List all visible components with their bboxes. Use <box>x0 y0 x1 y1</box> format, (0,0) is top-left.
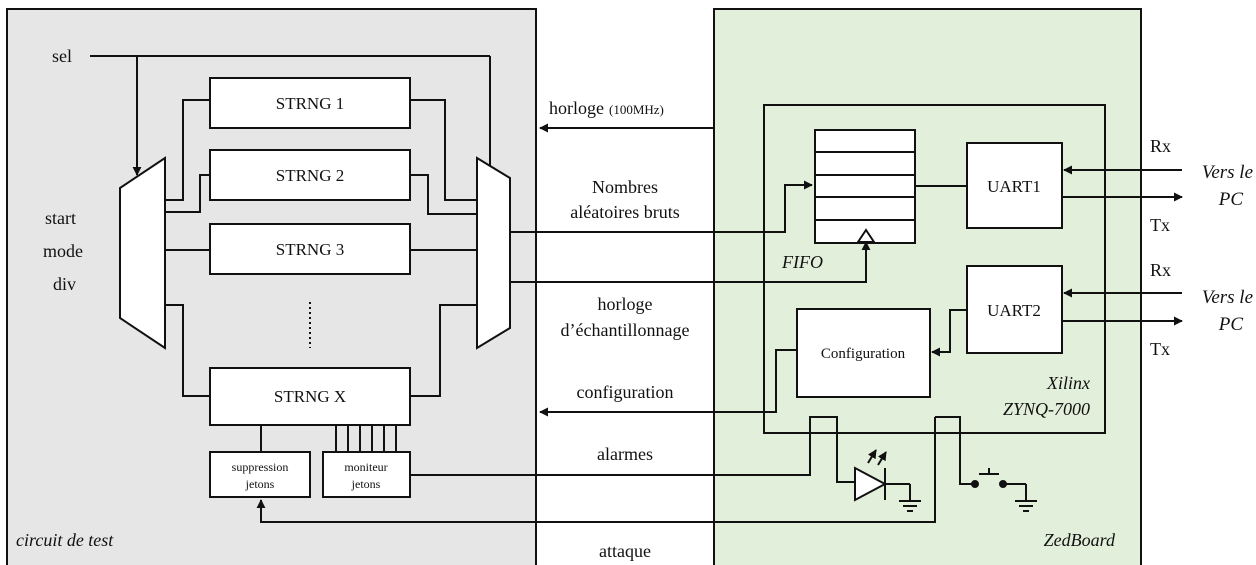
fifo-label: FIFO <box>781 252 823 272</box>
strng-1-label: STRNG 1 <box>276 94 344 113</box>
strng-1-block <box>209 77 411 129</box>
strng-3-block <box>209 223 411 275</box>
attack-label: attaque <box>599 541 651 561</box>
led-icon <box>854 449 921 512</box>
monitor-label-1: moniteur <box>344 460 387 474</box>
zedboard-label: ZedBoard <box>1044 530 1116 550</box>
sel-wiring <box>90 55 495 176</box>
uart2-tx-label: Tx <box>1150 339 1170 359</box>
raw-numbers-label-2: aléatoires bruts <box>570 202 679 222</box>
strng-3-label: STRNG 3 <box>276 240 344 259</box>
uart1-label: UART1 <box>987 177 1041 196</box>
pc2-label-1: Vers le <box>1202 287 1253 308</box>
mux-control-mode: mode <box>43 241 83 261</box>
monitor-bus <box>260 425 397 452</box>
strng-x-block <box>209 367 411 426</box>
output-mux <box>476 156 511 350</box>
mux-control-div: div <box>53 274 76 294</box>
monitor-label-2: jetons <box>351 477 381 491</box>
fifo-block <box>814 129 916 244</box>
xilinx-label: Xilinx <box>1046 373 1090 393</box>
pc2-label-2: PC <box>1218 314 1244 335</box>
clock-label: horloge (100MHz) <box>549 98 664 118</box>
input-mux <box>119 156 166 350</box>
config-block-label: Configuration <box>821 346 906 362</box>
push-button-icon <box>971 468 1037 512</box>
config-block <box>796 308 931 398</box>
uart2-label: UART2 <box>987 301 1041 320</box>
inter-panel-wiring <box>256 123 975 523</box>
suppression-label-2: jetons <box>245 477 275 491</box>
pc1-label-2: PC <box>1218 189 1244 210</box>
configuration-signal-label: configuration <box>577 382 674 402</box>
monitor-block <box>322 451 411 498</box>
clock-text: horloge <box>549 98 604 118</box>
uart1-tx-label: Tx <box>1150 215 1170 235</box>
raw-numbers-label-1: Nombres <box>592 177 658 197</box>
mux-control-start: start <box>45 208 76 228</box>
sampling-clock-label-2: d’échantillonnage <box>561 320 690 340</box>
suppression-block <box>209 451 311 498</box>
test-circuit-label: circuit de test <box>16 530 114 550</box>
chip-wiring <box>915 165 1183 357</box>
uart1-rx-label: Rx <box>1150 136 1171 156</box>
clock-freq: (100MHz) <box>609 102 664 117</box>
uart2-rx-label: Rx <box>1150 260 1171 280</box>
strng-wiring <box>165 99 477 397</box>
pc1-label-1: Vers le <box>1202 162 1253 183</box>
suppression-label-1: suppression <box>232 460 289 474</box>
sel-label: sel <box>52 46 72 66</box>
zynq-label: ZYNQ-7000 <box>1003 399 1090 419</box>
sampling-clock-label-1: horloge <box>598 294 653 314</box>
alarms-label: alarmes <box>597 444 653 464</box>
strng-2-label: STRNG 2 <box>276 166 344 185</box>
strng-x-label: STRNG X <box>274 387 346 406</box>
